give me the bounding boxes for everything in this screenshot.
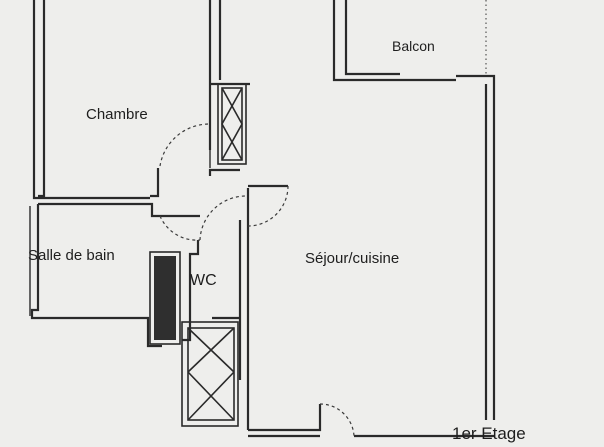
door-salle-de-bain [159, 215, 201, 241]
door-entrance [319, 403, 355, 437]
room-label-balcon: Balcon [392, 38, 435, 54]
wall-chambre [32, 0, 222, 200]
shower-frame [149, 251, 181, 345]
room-label-chambre: Chambre [86, 106, 148, 123]
wall-salle-de-bain [29, 202, 162, 348]
floor-label: 1er Etage [452, 424, 526, 443]
room-label-salle-de-bain: Salle de bain [28, 247, 115, 264]
door-wc [199, 195, 247, 241]
shower-block [154, 256, 176, 340]
wall-sejour [248, 0, 496, 438]
lower-shaft [181, 316, 240, 427]
door-chambre [159, 123, 211, 168]
room-label-sejour: Séjour/cuisine [305, 250, 400, 267]
wall-wc [160, 168, 288, 430]
upper-shaft [210, 82, 250, 165]
door-sejour [247, 185, 289, 227]
room-label-wc: WC [190, 272, 217, 289]
